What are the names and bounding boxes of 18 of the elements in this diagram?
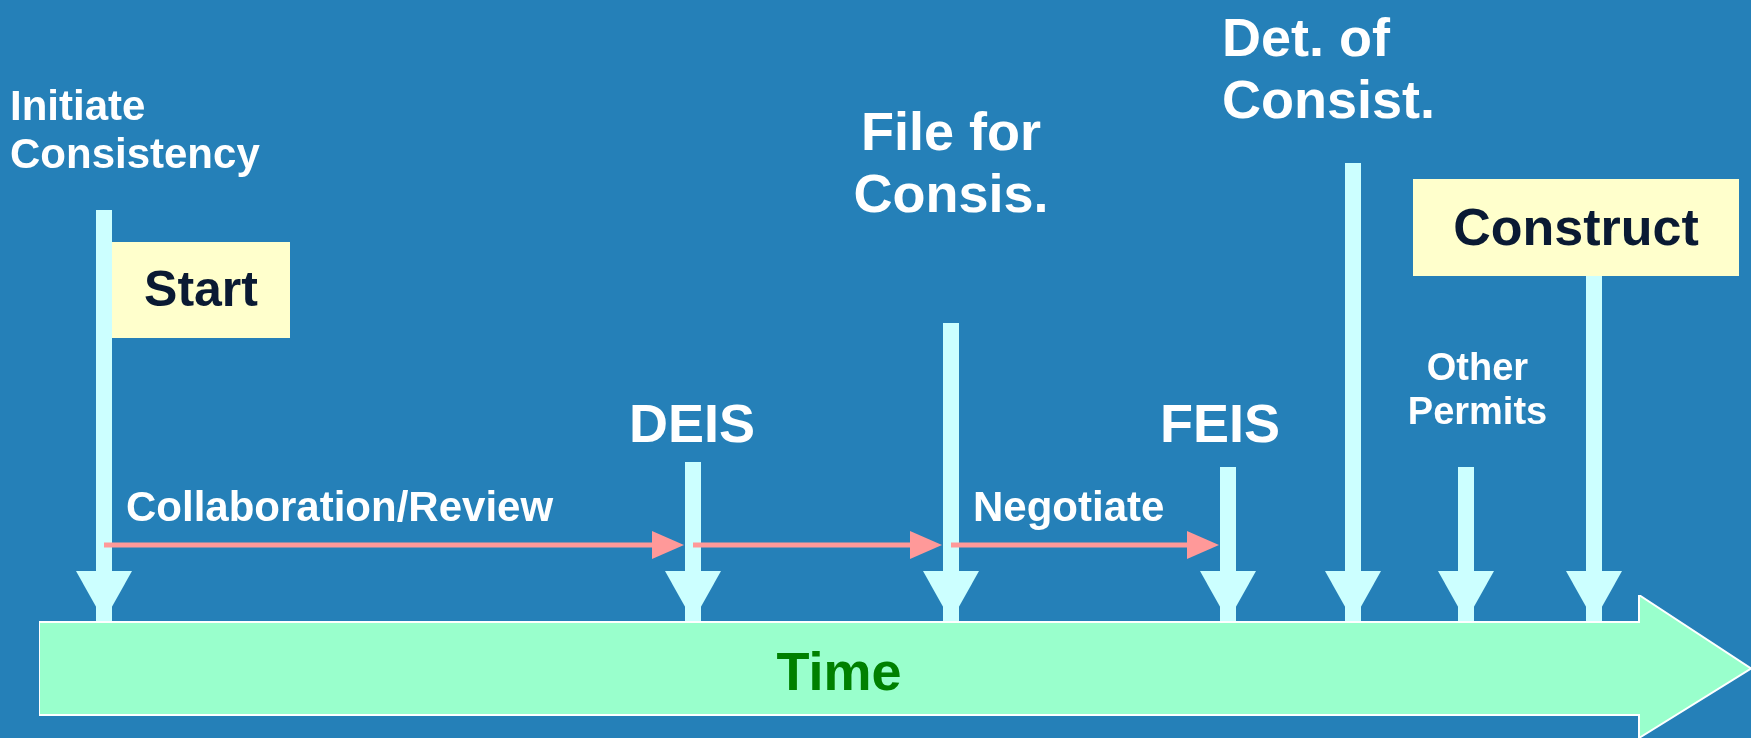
arrow (923, 323, 979, 621)
phase-label: Collaboration/Review (126, 483, 554, 531)
milestone-label: FEIS (1145, 392, 1295, 455)
arrow (1566, 276, 1622, 621)
arrow (665, 462, 721, 621)
milestone-label: Det. of Consist. (1222, 6, 1492, 131)
milestone-label: Other Permits (1385, 346, 1570, 434)
arrow (1438, 467, 1494, 621)
milestone-label: File for Consis. (851, 100, 1051, 225)
milestone-note: Construct (1413, 179, 1739, 276)
arrow (1200, 467, 1256, 621)
arrow (1325, 163, 1381, 621)
time-arrow-band: Time (39, 595, 1751, 738)
phase-label: Negotiate (973, 483, 1165, 531)
arrow (76, 210, 132, 621)
milestone-label: Initiate Consistency (10, 82, 340, 179)
milestone-label: DEIS (612, 392, 772, 455)
milestone-note: Start (112, 242, 290, 338)
